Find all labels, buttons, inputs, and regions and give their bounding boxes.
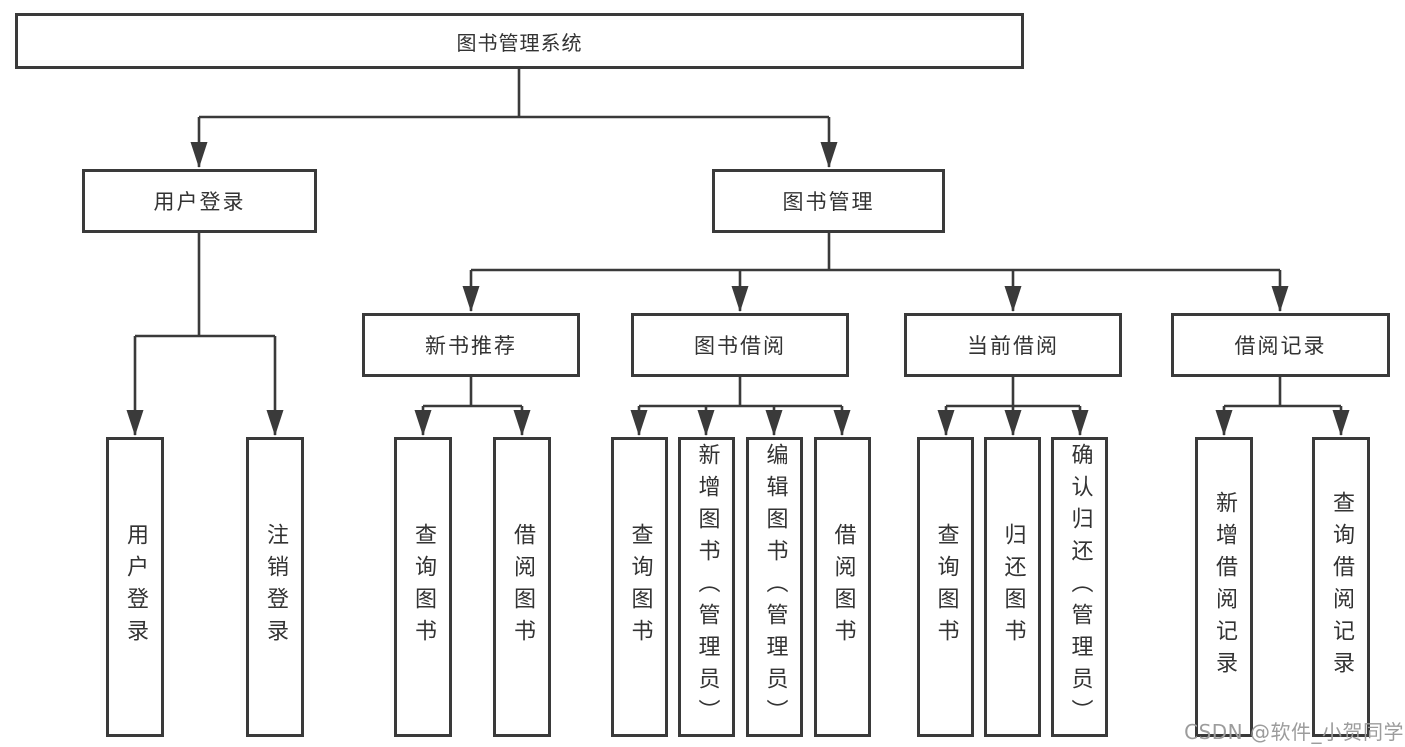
node-leaf-confirm-return-admin: 确认归还（管理员） <box>1051 437 1108 737</box>
node-leaf-edit-book-admin: 编辑图书（管理员） <box>746 437 803 737</box>
node-book-borrow: 图书借阅 <box>631 313 849 377</box>
node-leaf-query-book-2-label: 查询图书 <box>627 523 653 651</box>
node-root: 图书管理系统 <box>15 13 1024 69</box>
node-book-management-label: 图书管理 <box>782 190 875 214</box>
node-book-management: 图书管理 <box>712 169 945 233</box>
node-leaf-return-book-label: 归还图书 <box>1000 523 1026 651</box>
node-new-book-recommend: 新书推荐 <box>362 313 580 377</box>
node-user-login-label: 用户登录 <box>153 190 246 214</box>
csdn-watermark: CSDN @软件_小贺同学 <box>1184 720 1404 744</box>
node-leaf-edit-book-admin-label: 编辑图书（管理员） <box>762 443 788 731</box>
node-leaf-add-book-admin: 新增图书（管理员） <box>678 437 735 737</box>
node-leaf-confirm-return-admin-label: 确认归还（管理员） <box>1067 443 1093 731</box>
node-leaf-borrow-book-2: 借阅图书 <box>814 437 871 737</box>
node-borrow-record: 借阅记录 <box>1171 313 1390 377</box>
node-leaf-query-borrow-record-label: 查询借阅记录 <box>1329 491 1354 683</box>
node-leaf-query-book-3-label: 查询图书 <box>933 523 959 651</box>
node-leaf-query-book-2: 查询图书 <box>611 437 668 737</box>
node-leaf-logout-label: 注销登录 <box>263 523 288 651</box>
node-book-borrow-label: 图书借阅 <box>694 334 786 358</box>
node-leaf-add-borrow-record: 新增借阅记录 <box>1195 437 1253 737</box>
node-user-login: 用户登录 <box>82 169 317 233</box>
node-leaf-borrow-book-1-label: 借阅图书 <box>510 523 535 651</box>
node-new-book-recommend-label: 新书推荐 <box>425 334 517 358</box>
node-leaf-query-book-1-label: 查询图书 <box>411 523 436 651</box>
node-borrow-record-label: 借阅记录 <box>1234 334 1327 358</box>
node-leaf-query-book-1: 查询图书 <box>394 437 452 737</box>
node-leaf-borrow-book-2-label: 借阅图书 <box>830 523 856 651</box>
node-leaf-return-book: 归还图书 <box>984 437 1041 737</box>
node-leaf-query-book-3: 查询图书 <box>917 437 974 737</box>
node-root-label: 图书管理系统 <box>456 30 583 55</box>
node-leaf-query-borrow-record: 查询借阅记录 <box>1312 437 1370 737</box>
node-leaf-borrow-book-1: 借阅图书 <box>493 437 551 737</box>
node-leaf-add-borrow-record-label: 新增借阅记录 <box>1212 491 1237 683</box>
node-current-borrow: 当前借阅 <box>904 313 1122 377</box>
node-current-borrow-label: 当前借阅 <box>967 334 1059 358</box>
node-leaf-logout: 注销登录 <box>246 437 304 737</box>
node-leaf-add-book-admin-label: 新增图书（管理员） <box>694 443 720 731</box>
connector-trunks-and-bars <box>135 69 1341 408</box>
node-leaf-user-login: 用户登录 <box>106 437 164 737</box>
node-leaf-user-login-label: 用户登录 <box>123 523 148 651</box>
connector-arrows <box>126 117 1350 436</box>
